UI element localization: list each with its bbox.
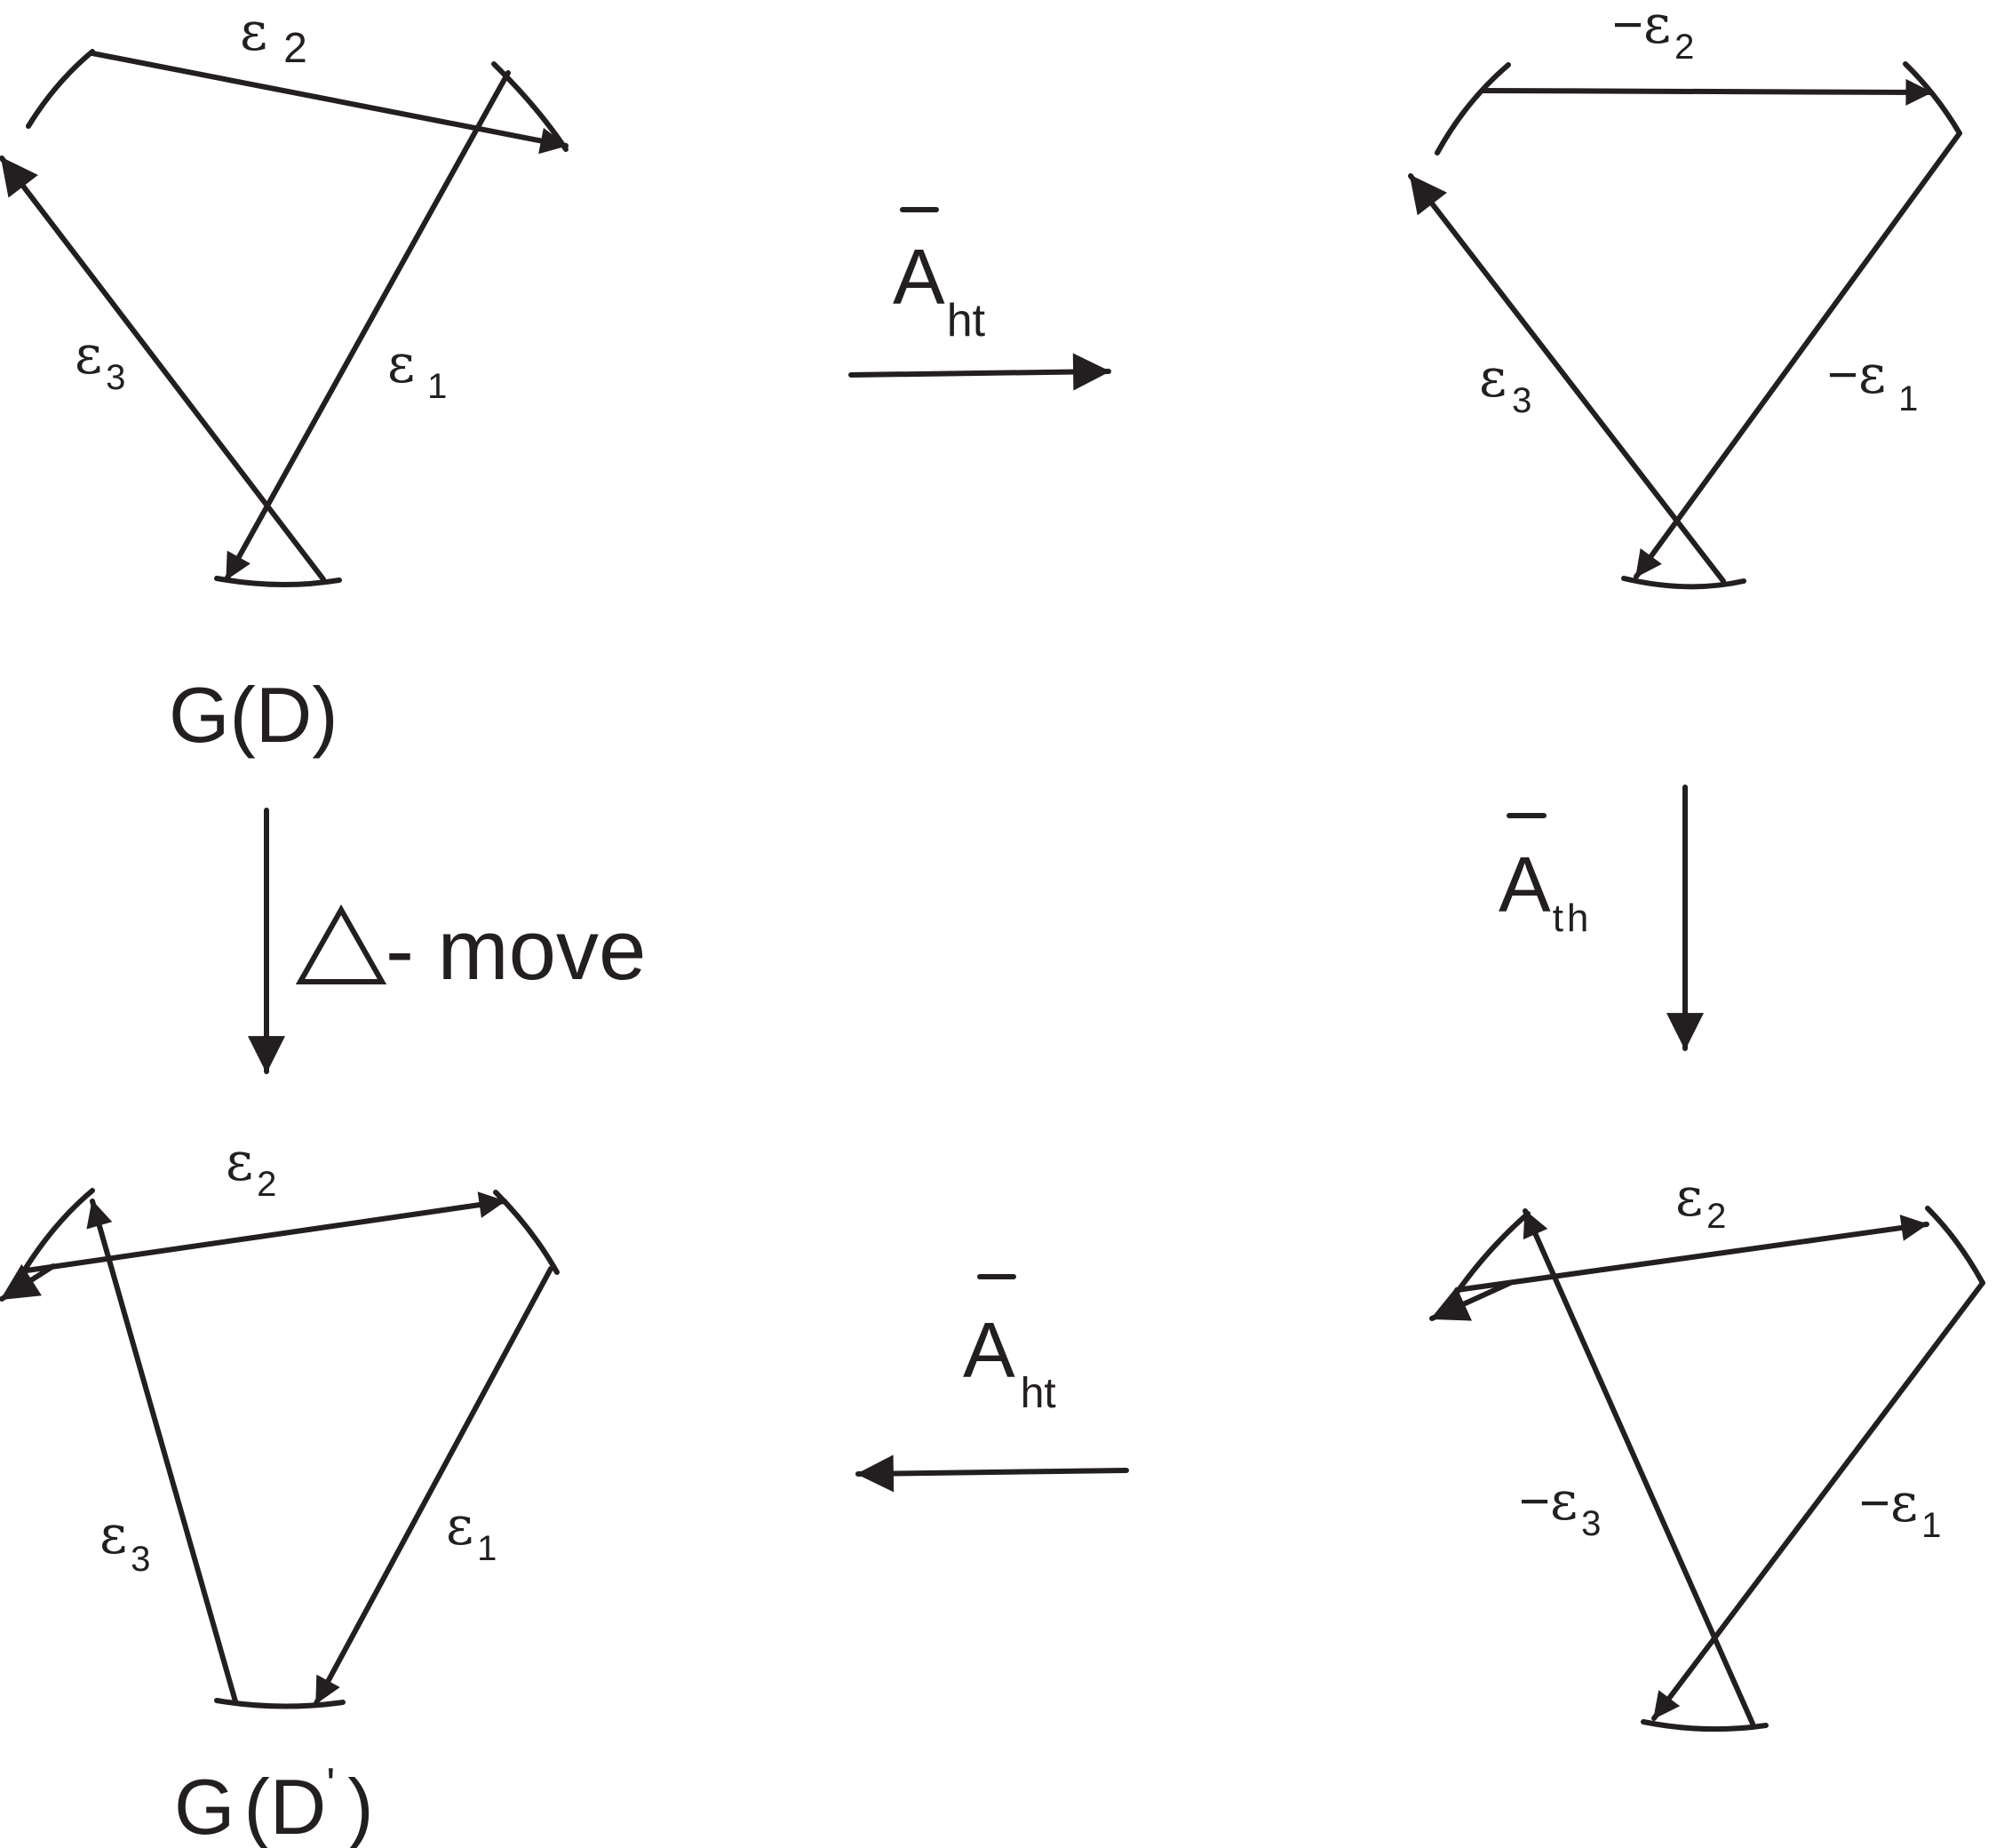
vertex-arc-bottom	[1641, 1719, 1769, 1732]
delta-triangle-icon	[295, 904, 387, 984]
edge-e1-arrow	[314, 1266, 553, 1706]
label-transition-right: Ath	[1499, 840, 1592, 940]
vertex-arc-bottom	[1621, 576, 1746, 590]
panel-g-d-prime	[0, 1188, 560, 1709]
vertex-arc-top-left	[1435, 62, 1511, 155]
edge-minus-e1-arrow	[1634, 131, 1962, 579]
vertex-arc-top-right	[1903, 61, 1962, 136]
edge-e2-arrow	[90, 51, 569, 155]
transition-arrow-bottom	[855, 1454, 1129, 1493]
panel-top-right	[1408, 61, 1962, 590]
edge-e2-tail-arrow	[0, 1263, 56, 1302]
caption-g-d-prime: G(D')	[174, 1759, 374, 1848]
transition-arrow-top	[848, 353, 1111, 391]
edge-minus-e3-arrow	[1523, 1208, 1755, 1726]
panel-g-d	[0, 49, 569, 587]
edge-e2-arrow	[24, 1191, 507, 1273]
edge-minus-e2-arrow	[1480, 78, 1934, 106]
edge-e3-arrow	[1408, 173, 1726, 584]
edge-e2-arrow	[1454, 1215, 1929, 1293]
edge-e3-arrow	[0, 155, 326, 582]
edge-e3-arrow	[86, 1199, 238, 1704]
vertex-arc-top-left	[20, 1188, 95, 1275]
vertex-arc-bottom	[214, 576, 342, 587]
vertex-arc-top-right	[493, 1190, 560, 1275]
label-transition-left: - move	[386, 903, 646, 998]
vertex-arc-top-right	[1925, 1206, 1985, 1286]
panel-bottom-right	[1429, 1206, 1985, 1732]
label-transition-top: Aht	[893, 233, 986, 346]
edge-e2-tail-arrow	[1429, 1280, 1513, 1321]
edge-e1-arrow	[224, 70, 511, 582]
edge-minus-e1-arrow	[1651, 1280, 1985, 1721]
caption-g-d: G(D)	[169, 671, 338, 759]
vertex-arc-top-left	[26, 49, 95, 129]
